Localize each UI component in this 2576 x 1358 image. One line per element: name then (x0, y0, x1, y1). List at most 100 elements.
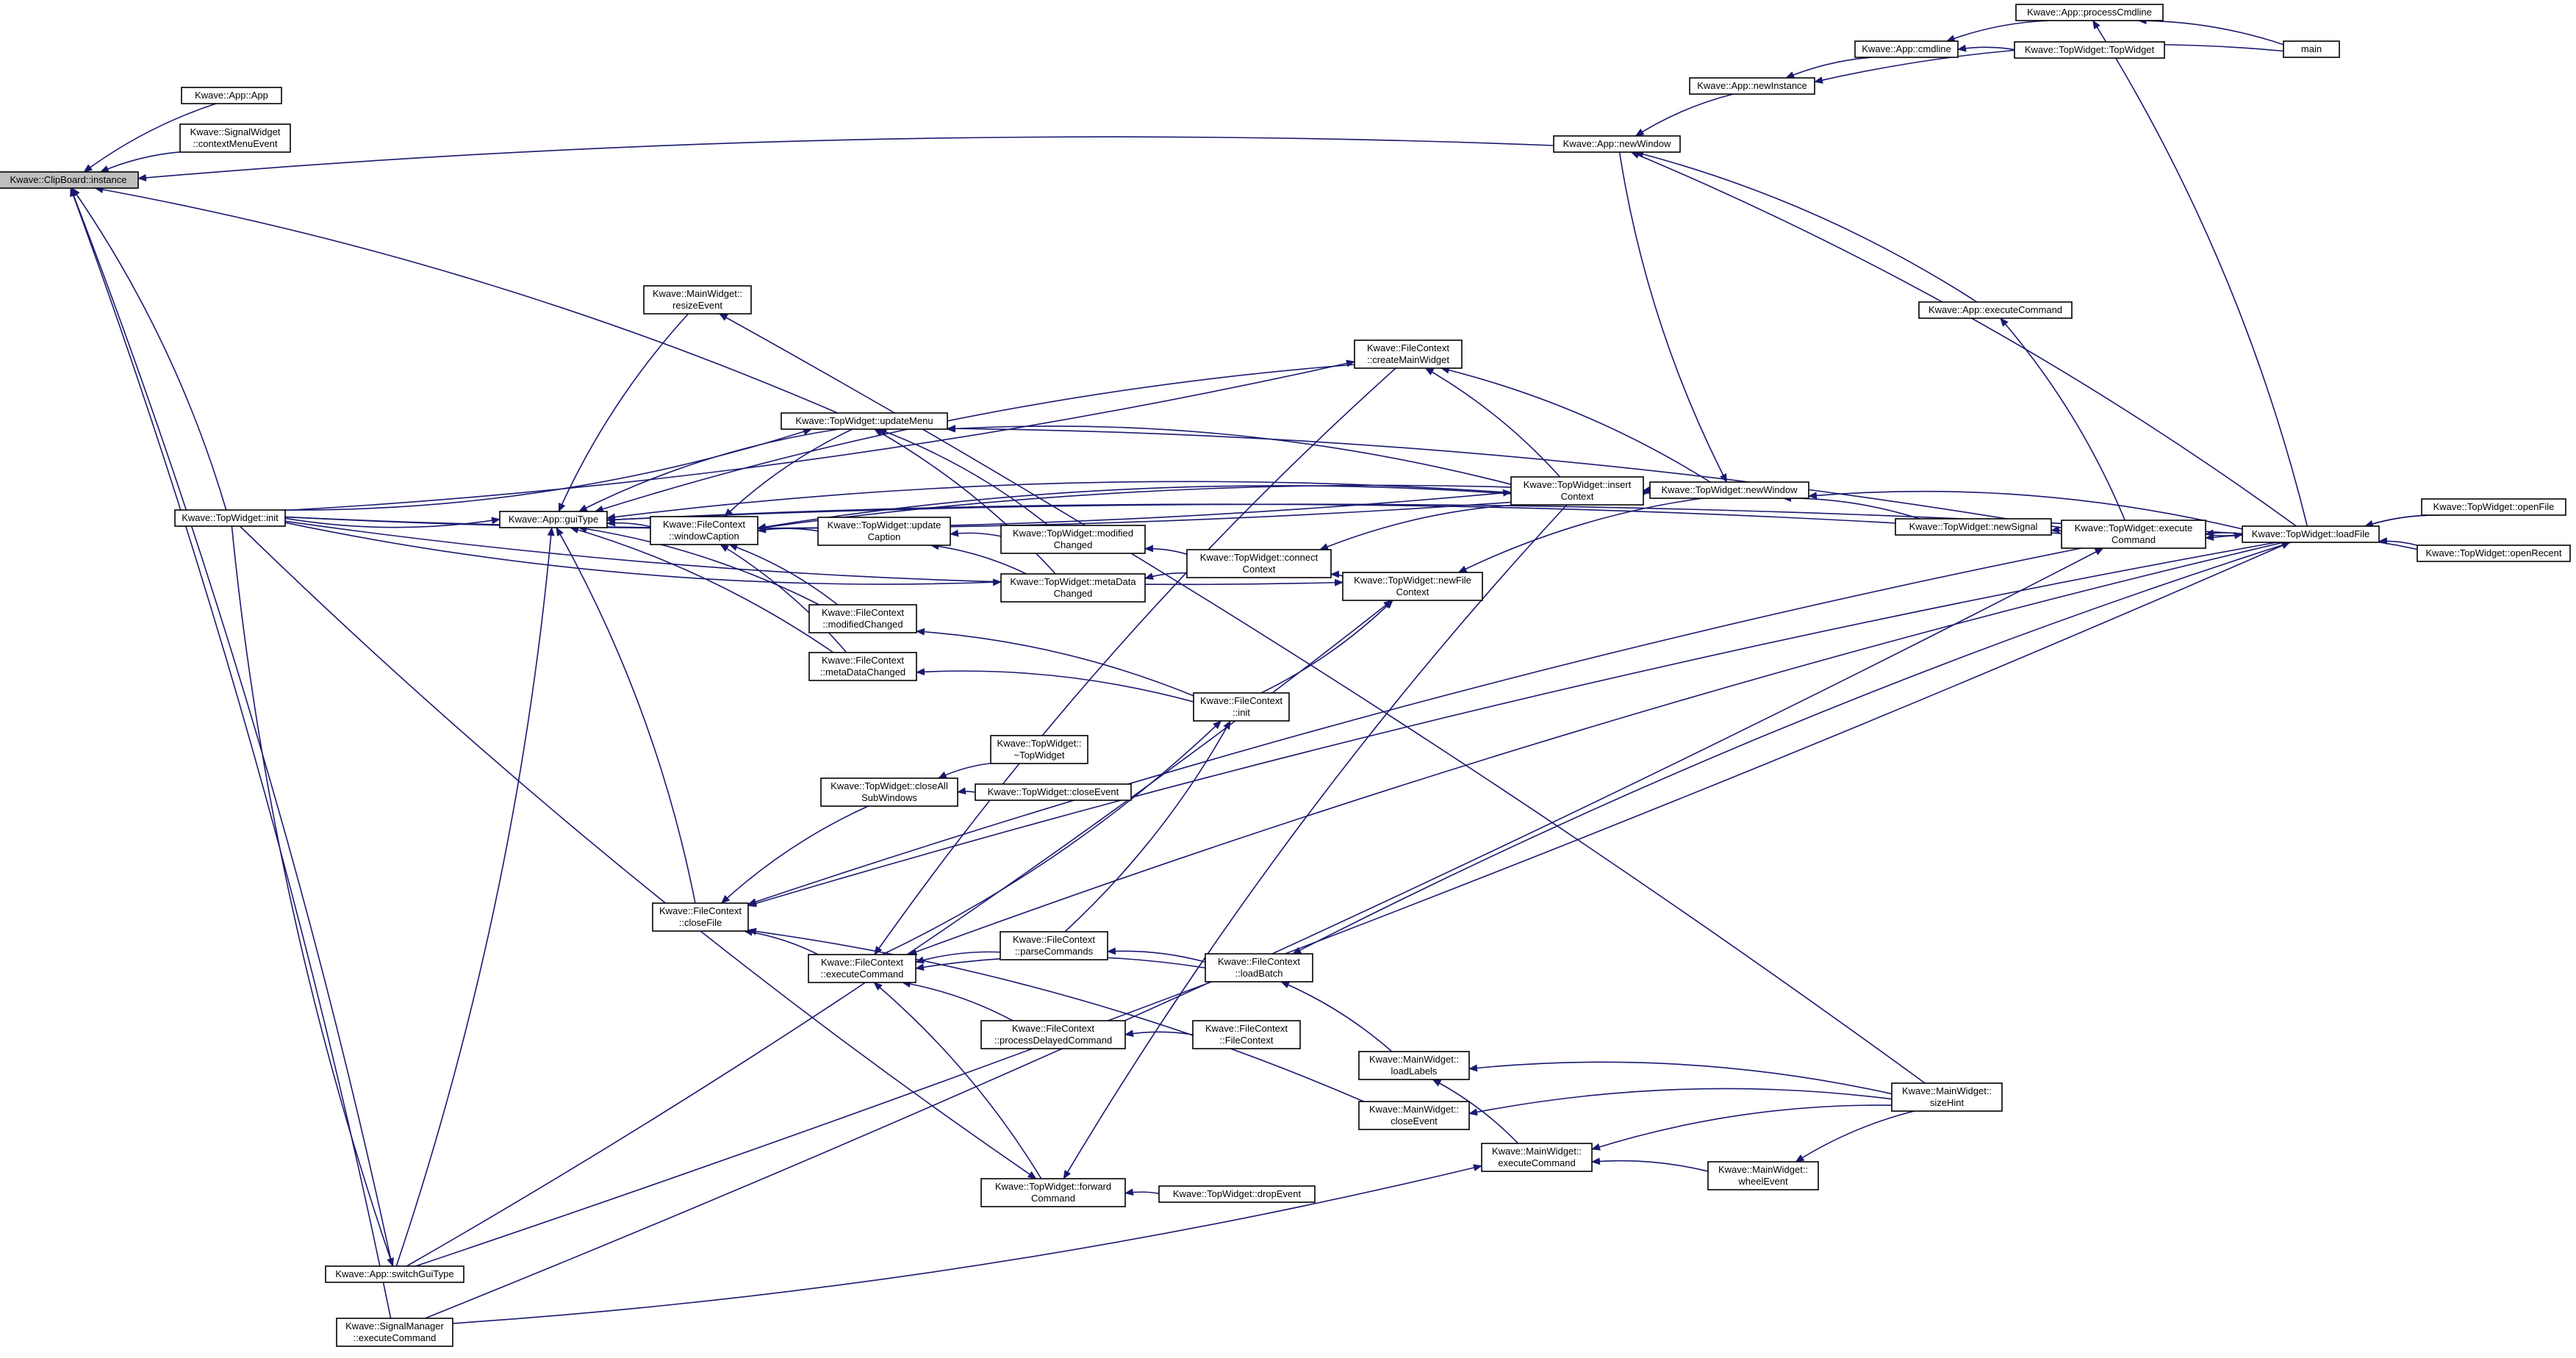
graph-node-label: Context (1243, 564, 1276, 575)
graph-node-box (1481, 1143, 1593, 1172)
graph-edge (1292, 542, 2292, 955)
graph-node[interactable]: Kwave::App::newInstance (1689, 77, 1815, 95)
graph-node-box (1895, 518, 2052, 536)
graph-edge (957, 787, 976, 795)
graph-node-box (1918, 301, 2073, 319)
graph-node[interactable]: Kwave::App::newWindow (1553, 135, 1681, 153)
graph-node[interactable]: Kwave::TopWidget::openRecent (2417, 545, 2571, 562)
graph-edge (239, 525, 1037, 1179)
graph-node[interactable]: main (2283, 40, 2340, 58)
graph-node[interactable]: Kwave::App::executeCommand (1918, 301, 2073, 319)
graph-node[interactable]: Kwave::FileContext::windowCaption (650, 516, 758, 545)
graph-node-label: Kwave::TopWidget::insert (1524, 479, 1632, 490)
graph-node-label: ::loadBatch (1235, 968, 1282, 979)
graph-node-label: Kwave::App::guiType (509, 514, 598, 525)
graph-node[interactable]: Kwave::App::guiType (499, 511, 608, 528)
graph-node[interactable]: Kwave::MainWidget::wheelEvent (1707, 1161, 1819, 1190)
graph-edge (2205, 529, 2243, 537)
graph-node[interactable]: Kwave::FileContext::metaDataChanged (808, 652, 917, 681)
graph-node-label: Kwave::App::switchGuiType (335, 1268, 453, 1279)
graph-node-label: SubWindows (861, 792, 917, 803)
graph-node[interactable]: Kwave::FileContext::init (1193, 692, 1290, 722)
graph-node[interactable]: Kwave::TopWidget::executeCommand (2061, 520, 2206, 549)
graph-node[interactable]: Kwave::App::processCmdline (2015, 4, 2164, 21)
graph-node-box (2061, 520, 2206, 549)
graph-node[interactable]: Kwave::App::switchGuiType (325, 1265, 464, 1283)
graph-node[interactable]: Kwave::TopWidget::updateMenu (781, 412, 948, 430)
graph-edge (937, 762, 991, 779)
graph-node[interactable]: Kwave::App::cmdline (1854, 40, 1959, 58)
graph-node[interactable]: Kwave::FileContext::processDelayedComman… (980, 1020, 1126, 1049)
graph-node[interactable]: Kwave::ClipBoard::instance (0, 171, 139, 189)
graph-edge (757, 485, 1512, 531)
graph-node[interactable]: Kwave::TopWidget::modifiedChanged (1000, 525, 1146, 554)
graph-node-box (1649, 481, 1809, 499)
graph-edge (1124, 1188, 1160, 1196)
graph-edge (2205, 531, 2243, 539)
graph-edge (1124, 1030, 1194, 1038)
graph-node[interactable]: Kwave::MainWidget::resizeEvent (643, 285, 752, 315)
graph-node-label: Kwave::MainWidget:: (653, 288, 742, 299)
graph-node[interactable]: Kwave::FileContext::parseCommands (1000, 931, 1108, 960)
graph-node[interactable]: Kwave::MainWidget::loadLabels (1358, 1051, 1470, 1080)
graph-node-label: Kwave::FileContext (659, 905, 742, 916)
graph-edge (757, 525, 819, 534)
graph-edge (1635, 150, 1978, 303)
graph-node[interactable]: Kwave::FileContext::executeCommand (808, 954, 916, 983)
graph-node-label: Kwave::TopWidget::connect (1200, 552, 1319, 563)
graph-node-box (1186, 549, 1332, 578)
graph-node[interactable]: Kwave::FileContext::createMainWidget (1354, 340, 1463, 369)
graph-node[interactable]: Kwave::MainWidget::executeCommand (1481, 1143, 1593, 1172)
graph-node-label: Kwave::App::executeCommand (1929, 304, 2062, 315)
graph-node[interactable]: Kwave::FileContext::loadBatch (1205, 953, 1313, 982)
graph-node[interactable]: Kwave::SignalWidget::contextMenuEvent (179, 123, 291, 153)
graph-node[interactable]: Kwave::TopWidget::~TopWidget (990, 735, 1088, 764)
graph-node[interactable]: Kwave::TopWidget::metaDataChanged (1000, 573, 1146, 603)
graph-edge (284, 522, 1002, 586)
graph-edge (882, 720, 1222, 955)
graph-node[interactable]: Kwave::App::App (181, 87, 282, 104)
graph-node[interactable]: Kwave::FileContext::FileContext (1192, 1020, 1301, 1049)
graph-edge (578, 525, 820, 606)
graph-edge (728, 544, 839, 606)
graph-node[interactable]: Kwave::MainWidget::closeEvent (1358, 1101, 1470, 1130)
graph-node-label: Kwave::FileContext (1218, 956, 1300, 967)
graph-edge (558, 313, 689, 512)
graph-node[interactable]: Kwave::FileContext::modifiedChanged (808, 604, 917, 633)
graph-node-label: Kwave::FileContext (822, 655, 904, 666)
graph-node[interactable]: Kwave::MainWidget::sizeHint (1891, 1082, 2003, 1112)
graph-node[interactable]: Kwave::TopWidget::closeEvent (975, 783, 1132, 801)
graph-node[interactable]: Kwave::SignalManager::executeCommand (336, 1318, 453, 1347)
graph-edge (947, 425, 2062, 529)
graph-node-label: ::createMainWidget (1367, 354, 1449, 365)
graph-node-label: Kwave::MainWidget:: (1902, 1085, 1992, 1096)
graph-node-label: Kwave::FileContext (1367, 342, 1449, 353)
graph-edge (916, 628, 1194, 697)
graph-node-box (181, 87, 282, 104)
graph-edge (1591, 1157, 1709, 1172)
graph-node[interactable]: Kwave::FileContext::closeFile (652, 902, 749, 932)
graph-node-box (1358, 1051, 1470, 1080)
graph-node-label: ::closeFile (679, 917, 722, 928)
graph-edge (2364, 514, 2439, 528)
graph-node[interactable]: Kwave::TopWidget::newWindow (1649, 481, 1809, 499)
graph-edge (94, 186, 838, 414)
graph-node[interactable]: Kwave::TopWidget::loadFile (2242, 525, 2380, 543)
graph-edge (2137, 17, 2284, 46)
graph-edge (83, 103, 217, 173)
graph-node[interactable]: Kwave::TopWidget::newSignal (1895, 518, 2052, 536)
graph-node[interactable]: Kwave::TopWidget::TopWidget (2014, 41, 2165, 59)
graph-node-box (1553, 135, 1681, 153)
graph-node-box (975, 783, 1132, 801)
graph-node-label: Kwave::TopWidget::newFile (1354, 575, 1471, 586)
graph-node[interactable]: Kwave::TopWidget::dropEvent (1158, 1185, 1316, 1203)
graph-node-label: Kwave::TopWidget::execute (2075, 522, 2192, 534)
graph-node[interactable]: Kwave::TopWidget::init (174, 509, 286, 527)
graph-node[interactable]: Kwave::TopWidget::openFile (2421, 498, 2566, 516)
